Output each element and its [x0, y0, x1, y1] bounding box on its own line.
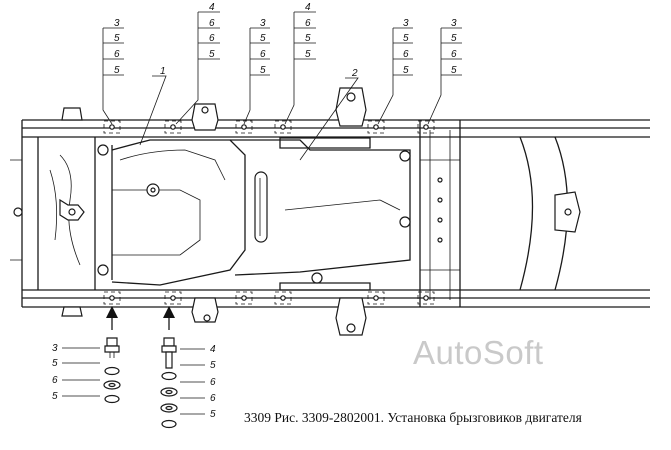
mud-guard-center [230, 137, 411, 291]
callout-label: 6 [209, 18, 215, 29]
callout-label: 5 [114, 33, 120, 44]
stack-label: 5 [52, 391, 58, 402]
part-label-2: 2 [299, 68, 359, 161]
callout-label: 5 [403, 65, 409, 76]
callout-label: 3 [260, 18, 266, 29]
part-number: 2 [351, 68, 358, 79]
stack-label: 5 [52, 358, 58, 369]
callout-column-2: 4 6 6 5 [175, 2, 220, 125]
callout-label: 3 [114, 18, 120, 29]
stack-label: 5 [210, 409, 216, 420]
watermark-text: AutoSoft [413, 334, 544, 371]
upper-brackets [191, 87, 367, 336]
callout-label: 5 [403, 33, 409, 44]
callout-column-6: 3 5 6 5 [427, 18, 462, 125]
mud-guard-left [49, 107, 246, 317]
assembly-arrow-left [106, 306, 118, 330]
callout-label: 6 [209, 33, 215, 44]
callout-column-1: 3 5 6 5 [102, 18, 124, 125]
fastener-stack-left: 3 5 6 5 [52, 337, 121, 404]
callout-column-3: 3 5 6 5 [243, 18, 270, 125]
rear-crossmember [419, 120, 581, 307]
stack-label: 6 [52, 375, 58, 386]
callout-label: 4 [305, 2, 311, 13]
callout-label: 6 [260, 49, 266, 60]
callout-label: 6 [305, 18, 311, 29]
callout-label: 5 [114, 65, 120, 76]
callout-label: 5 [209, 49, 215, 60]
frame-rail-bottom [22, 289, 650, 308]
figure-caption: 3309 Рис. 3309-2802001. Установка брызго… [244, 410, 582, 425]
callout-label: 3 [403, 18, 409, 29]
stack-label: 6 [210, 393, 216, 404]
callout-label: 5 [260, 33, 266, 44]
stack-label: 5 [210, 360, 216, 371]
callout-column-4: 4 6 5 5 [284, 2, 316, 125]
assembly-arrow-right [163, 306, 175, 330]
callout-label: 5 [451, 33, 457, 44]
callout-label: 3 [451, 18, 457, 29]
part-label-1: 1 [139, 66, 167, 146]
callout-label: 6 [114, 49, 120, 60]
callout-label: 5 [260, 65, 266, 76]
callout-label: 5 [305, 33, 311, 44]
callout-label: 5 [451, 65, 457, 76]
part-number: 1 [160, 66, 166, 77]
fastener-stack-right: 4 5 6 6 5 [160, 337, 216, 429]
front-crossmember [10, 120, 39, 307]
callout-label: 4 [209, 2, 215, 13]
stack-label: 4 [210, 344, 216, 355]
fastener-points [103, 120, 435, 305]
stack-label: 3 [52, 343, 58, 354]
callout-label: 5 [305, 49, 311, 60]
callout-label: 6 [451, 49, 457, 60]
stack-label: 6 [210, 377, 216, 388]
frame-rail-top [22, 119, 650, 138]
callout-label: 6 [403, 49, 409, 60]
callout-column-5: 3 5 6 5 [377, 18, 413, 125]
